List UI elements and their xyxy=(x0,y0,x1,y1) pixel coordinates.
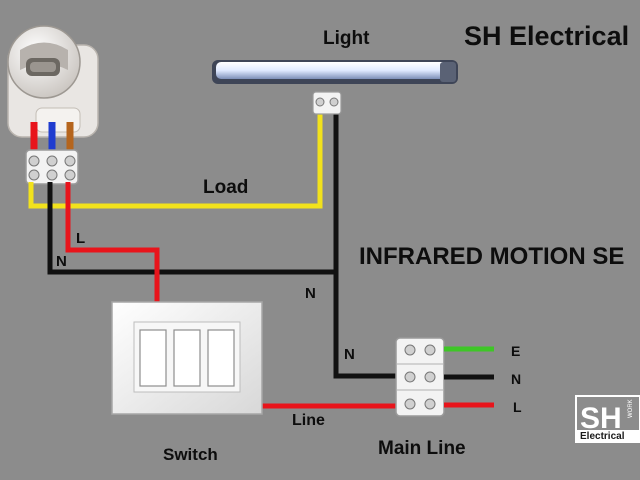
logo-text-tiny: WORK xyxy=(628,399,634,418)
terminal-label-l: L xyxy=(513,399,522,415)
switch-board xyxy=(111,301,263,415)
sensor-phase-wire xyxy=(65,182,160,340)
tube-light xyxy=(212,60,458,84)
main-line-label: Main Line xyxy=(378,438,466,459)
neutral-label-mid: N xyxy=(305,285,316,302)
logo-text-big: SH xyxy=(580,402,622,435)
motion-sensor xyxy=(7,25,99,138)
sensor-leads xyxy=(30,122,74,152)
sensor-neutral-wire xyxy=(47,182,338,275)
headline: INFRARED MOTION SE xyxy=(359,243,624,270)
light-label: Light xyxy=(323,28,370,49)
phase-label-l: L xyxy=(76,230,85,247)
light-neutral-wire xyxy=(333,110,398,379)
light-terminal-block xyxy=(312,91,342,115)
load-wire xyxy=(28,110,323,209)
neutral-label-left: N xyxy=(56,253,67,270)
load-label: Load xyxy=(203,177,248,198)
main-line-terminal-block xyxy=(395,337,445,417)
logo-text-small: Electrical xyxy=(580,431,625,442)
terminal-label-e: E xyxy=(511,343,520,359)
terminal-label-n: N xyxy=(511,371,521,387)
neutral-label-main: N xyxy=(344,346,355,363)
line-label: Line xyxy=(292,412,325,429)
switch-label: Switch xyxy=(163,445,218,464)
sensor-terminal-block xyxy=(25,149,79,185)
brand-title: SH Electrical xyxy=(464,21,629,51)
brand-logo: SH Electrical WORK xyxy=(575,395,640,443)
